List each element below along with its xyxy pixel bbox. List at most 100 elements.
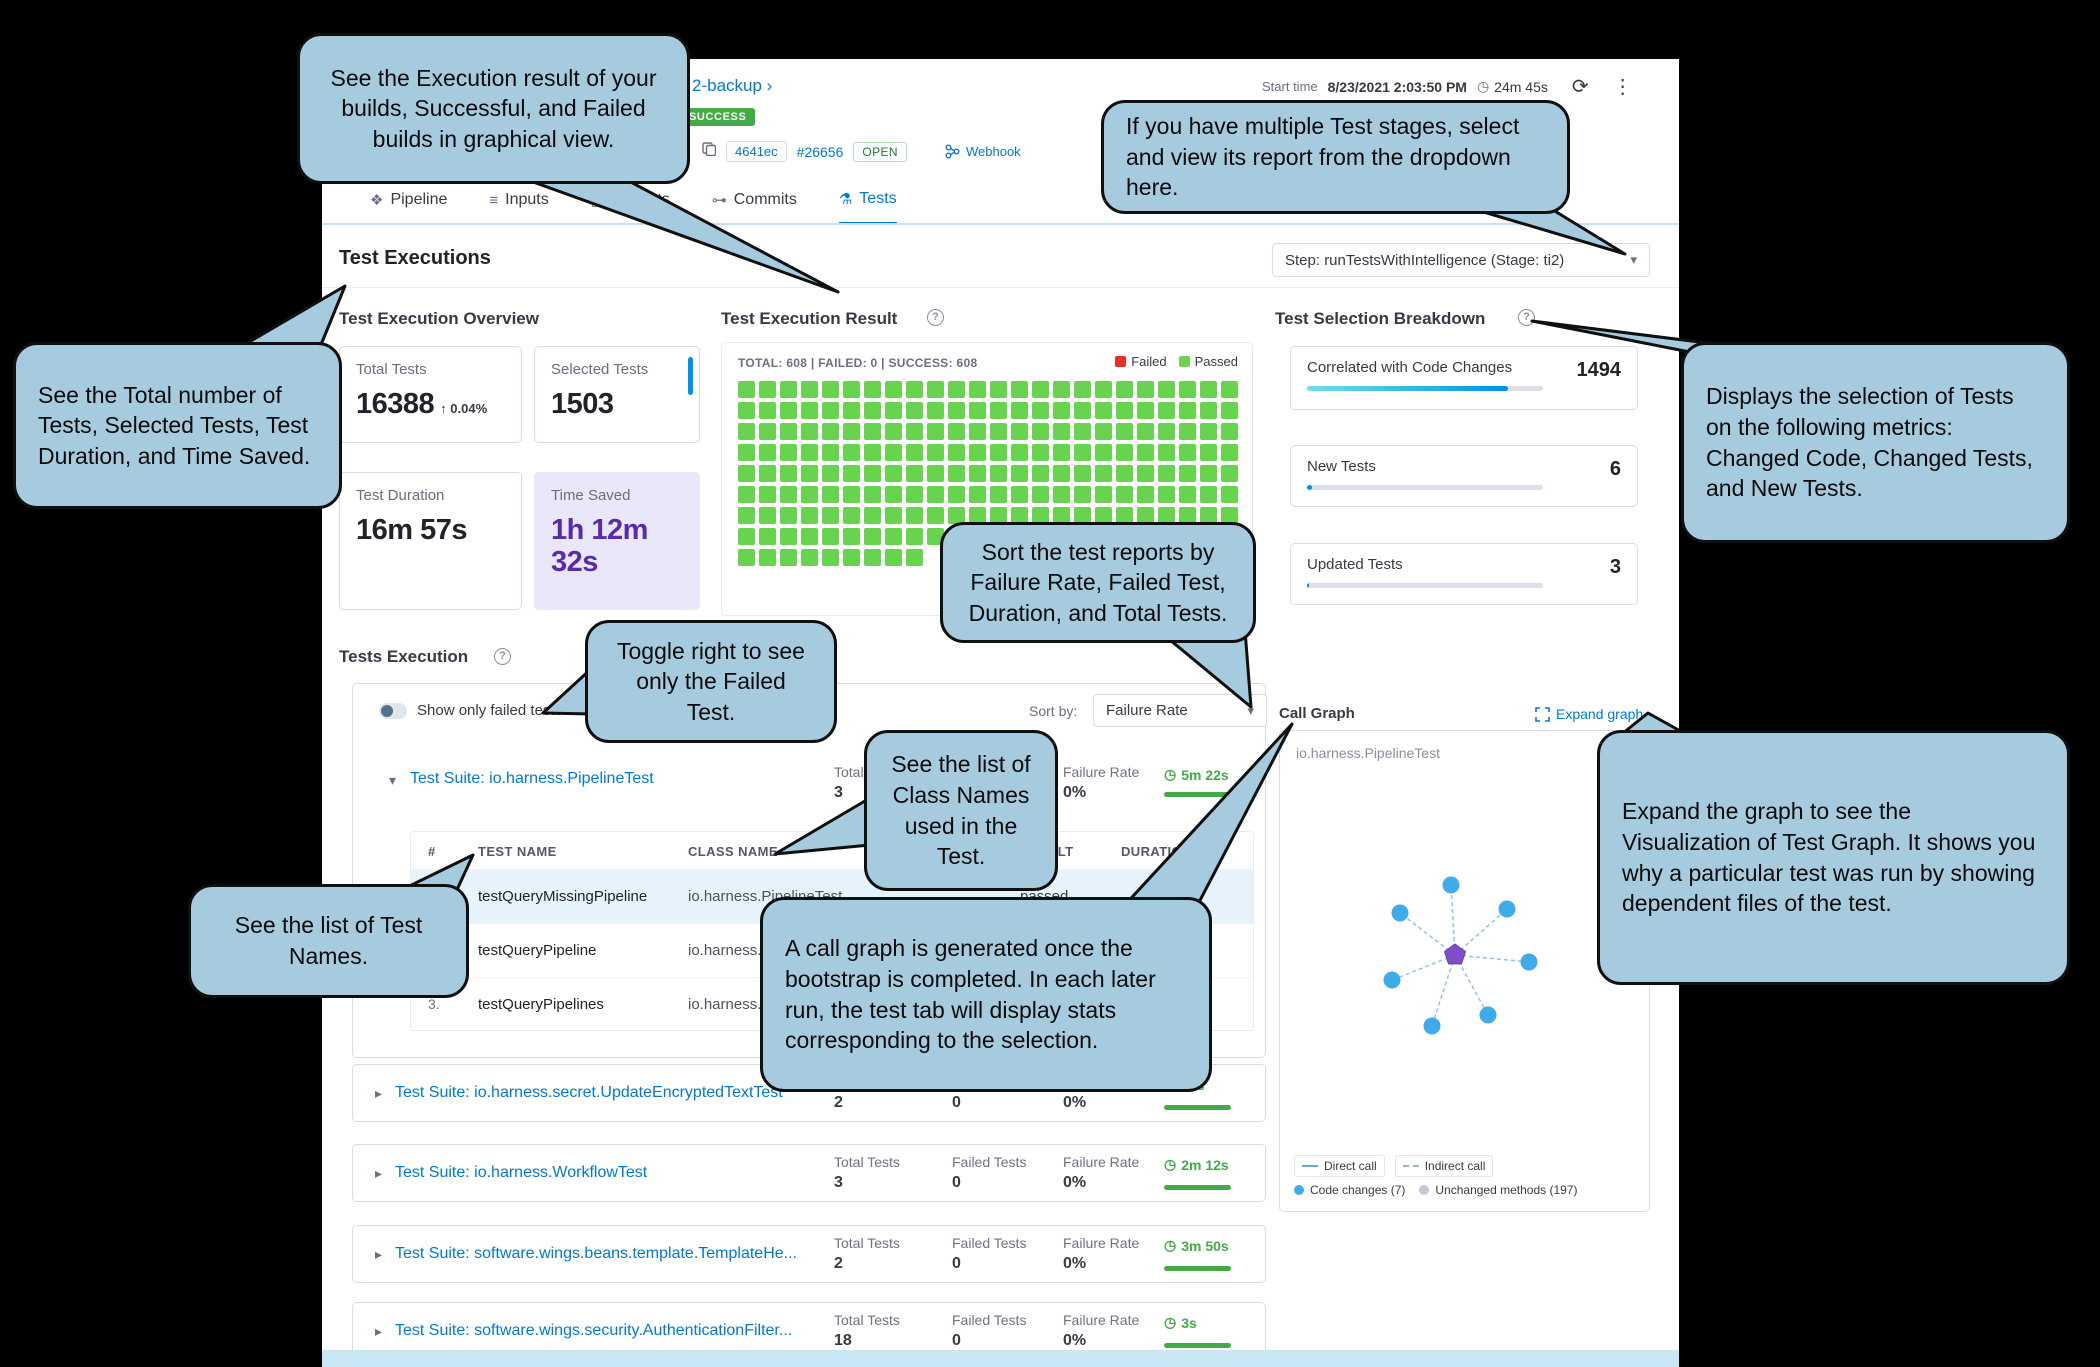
result-cell	[1011, 507, 1028, 524]
result-help-icon[interactable]: ?	[927, 309, 944, 326]
tab-inputs[interactable]: ≡ Inputs	[489, 185, 548, 225]
result-cell	[969, 402, 986, 419]
result-cell	[906, 486, 923, 503]
tests-execution-help-icon[interactable]: ?	[494, 648, 511, 665]
suite-collapse-chevron[interactable]: ▾	[389, 772, 397, 788]
result-cell	[780, 444, 797, 461]
result-cell	[948, 402, 965, 419]
suite-duration: ◷3s	[1164, 1314, 1197, 1331]
legend-passed: Passed	[1178, 354, 1238, 369]
failure-rate-col-value: 0%	[1063, 1174, 1087, 1191]
result-cell	[1221, 507, 1238, 524]
time-saved-card: Time Saved 1h 12m 32s	[534, 472, 700, 610]
result-cell	[1053, 381, 1070, 398]
legend-indirect-call: Indirect call	[1394, 1155, 1494, 1177]
expand-graph-link[interactable]: Expand graph	[1535, 706, 1643, 722]
legend-direct-call: Direct call	[1294, 1155, 1385, 1177]
refresh-icon[interactable]: ⟳	[1571, 76, 1589, 98]
result-cell	[906, 528, 923, 545]
total-tests-col-label: Total Tests	[834, 1235, 900, 1251]
sort-dropdown[interactable]: Failure Rate ▾	[1093, 694, 1267, 727]
result-cell	[738, 465, 755, 482]
result-cell	[1053, 507, 1070, 524]
result-cell	[1200, 486, 1217, 503]
result-cell	[1200, 465, 1217, 482]
clock-icon: ◷	[1164, 1156, 1177, 1172]
tab-divider	[322, 223, 1679, 225]
legend-failed: Failed	[1115, 354, 1167, 369]
selected-tests-value: 1503	[551, 388, 614, 420]
test-duration-label: Test Duration	[356, 487, 445, 504]
result-cell	[822, 444, 839, 461]
result-cell	[864, 507, 881, 524]
result-cell	[885, 423, 902, 440]
commit-sha-chip[interactable]: 4641ec	[726, 141, 787, 162]
callout-call-graph: A call graph is generated once the boots…	[760, 897, 1212, 1092]
breakdown-new-tests-card: New Tests 6	[1290, 445, 1638, 507]
tab-pipeline-label: Pipeline	[390, 191, 448, 208]
suite-expand-chevron[interactable]: ▸	[375, 1165, 383, 1181]
breakdown-help-icon[interactable]: ?	[1518, 309, 1535, 326]
result-cell	[906, 549, 923, 566]
result-cell	[990, 381, 1007, 398]
copy-icon[interactable]	[702, 142, 717, 161]
suite-name[interactable]: Test Suite: io.harness.PipelineTest	[410, 770, 654, 787]
legend-indirect-label: Indirect call	[1424, 1159, 1486, 1173]
horizontal-scrollbar[interactable]	[322, 1350, 1679, 1367]
expand-graph-label: Expand graph	[1556, 706, 1644, 722]
suite-name[interactable]: Test Suite: software.wings.security.Auth…	[395, 1322, 793, 1339]
suite-expand-chevron[interactable]: ▸	[375, 1085, 383, 1101]
breadcrumb[interactable]: 2-backup ›	[692, 76, 773, 95]
result-cell	[1095, 465, 1112, 482]
suite-name[interactable]: Test Suite: software.wings.beans.templat…	[395, 1245, 797, 1262]
legend-passed-label: Passed	[1194, 354, 1238, 369]
suite-expand-chevron[interactable]: ▸	[375, 1246, 383, 1262]
result-cell	[927, 465, 944, 482]
new-tests-value: 6	[1609, 458, 1621, 480]
result-cell	[969, 486, 986, 503]
result-cell	[843, 549, 860, 566]
result-cell	[1116, 465, 1133, 482]
failed-tests-toggle[interactable]	[379, 703, 407, 719]
tab-pipeline[interactable]: ❖ Pipeline	[370, 185, 447, 225]
result-cell	[1158, 423, 1175, 440]
result-cell	[1200, 423, 1217, 440]
suite-name[interactable]: Test Suite: io.harness.secret.UpdateEncr…	[395, 1084, 783, 1101]
call-graph-line-legend: Direct call Indirect call	[1294, 1155, 1494, 1177]
tab-artifacts[interactable]: ▣ Artifacts	[591, 185, 670, 225]
webhook-link[interactable]: Webhook	[945, 144, 1021, 159]
suite-duration-value: 5m 22s	[1181, 766, 1229, 783]
chevron-down-icon: ▾	[1630, 252, 1637, 267]
step-selector-dropdown[interactable]: Step: runTestsWithIntelligence (Stage: t…	[1272, 243, 1650, 277]
expand-graph-icon	[1535, 706, 1550, 722]
result-cell	[1032, 423, 1049, 440]
clock-icon: ◷	[1164, 1314, 1177, 1330]
result-cell	[1116, 423, 1133, 440]
kebab-menu-icon[interactable]: ⋮	[1612, 76, 1633, 98]
graph-node	[1391, 904, 1409, 922]
suite-row[interactable]: ▸ Test Suite: io.harness.WorkflowTest To…	[352, 1144, 1266, 1202]
scroll-indicator[interactable]	[688, 357, 693, 395]
result-cell	[1011, 465, 1028, 482]
suite-expand-chevron[interactable]: ▸	[375, 1323, 383, 1339]
suite-name[interactable]: Test Suite: io.harness.WorkflowTest	[395, 1164, 648, 1181]
page-title: Test Executions	[339, 247, 491, 269]
result-cell	[906, 423, 923, 440]
pipeline-icon: ❖	[370, 192, 384, 209]
result-cell	[1032, 465, 1049, 482]
suite-row[interactable]: ▸ Test Suite: software.wings.beans.templ…	[352, 1225, 1266, 1283]
result-cell	[822, 528, 839, 545]
build-meta-row: 4641ec #26656 OPEN Webhook	[702, 141, 1021, 162]
result-cell	[864, 444, 881, 461]
result-cell	[822, 549, 839, 566]
graph-center-node	[1443, 943, 1467, 965]
tab-commits[interactable]: ⊶ Commits	[712, 185, 797, 225]
total-tests-delta: ↑ 0.04%	[440, 401, 488, 416]
pr-number-link[interactable]: #26656	[796, 143, 844, 160]
legend-direct-label: Direct call	[1324, 1159, 1377, 1173]
result-cell	[1011, 402, 1028, 419]
execution-result-panel: TOTAL: 608 | FAILED: 0 | SUCCESS: 608 Fa…	[721, 342, 1253, 616]
callout-failed-toggle: Toggle right to see only the Failed Test…	[585, 620, 837, 743]
tab-tests[interactable]: ⚗ Tests	[838, 185, 897, 225]
